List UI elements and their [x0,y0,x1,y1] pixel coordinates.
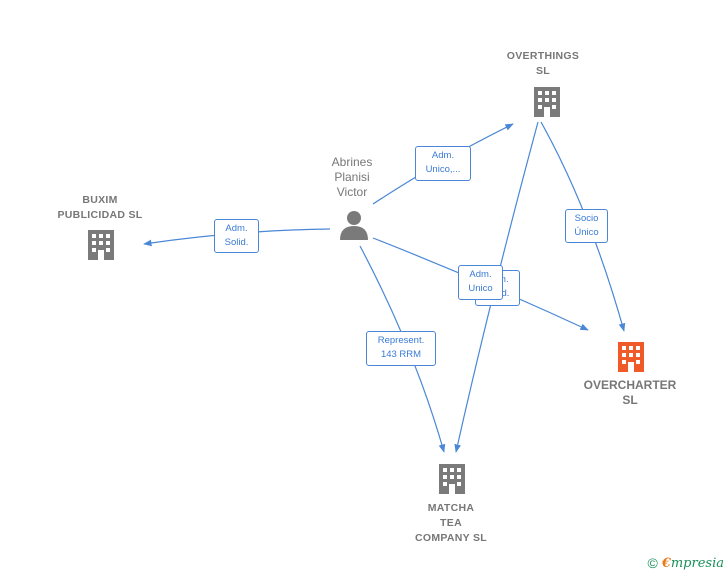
node-label-overthings[interactable]: OVERTHINGS SL [506,50,580,77]
footer-brand: © €mpresia [647,555,724,571]
node-label-buxim[interactable]: BUXIM PUBLICIDAD SL [57,194,143,221]
building-icon[interactable] [532,85,562,119]
node-label-overcharter[interactable]: OVERCHARTER SL [583,378,677,407]
building-icon[interactable] [616,340,646,374]
brand-logo-text: mpresia [670,555,724,571]
brand-logo-e: € [661,555,671,571]
brand-logo[interactable]: €mpresia [662,556,724,571]
copyright-icon: © [647,555,658,571]
edge-label-represent[interactable]: Represent. 143 RRM [366,331,436,366]
building-icon[interactable] [86,228,116,262]
node-label-abrines[interactable]: Abrines Planisi Victor [331,155,373,199]
edge-label-adm-unico-overthings[interactable]: Adm. Unico,... [415,146,471,181]
edge-label-socio-unico[interactable]: Socio Único [565,209,608,243]
node-label-matcha[interactable]: MATCHA TEA COMPANY SL [414,502,488,544]
edge-label-adm-unico-matcha[interactable]: Adm. Unico [458,265,503,300]
building-icon[interactable] [437,462,467,496]
edge-label-adm-solid-buxim[interactable]: Adm. Solid. [214,219,259,253]
person-icon[interactable] [338,210,370,240]
